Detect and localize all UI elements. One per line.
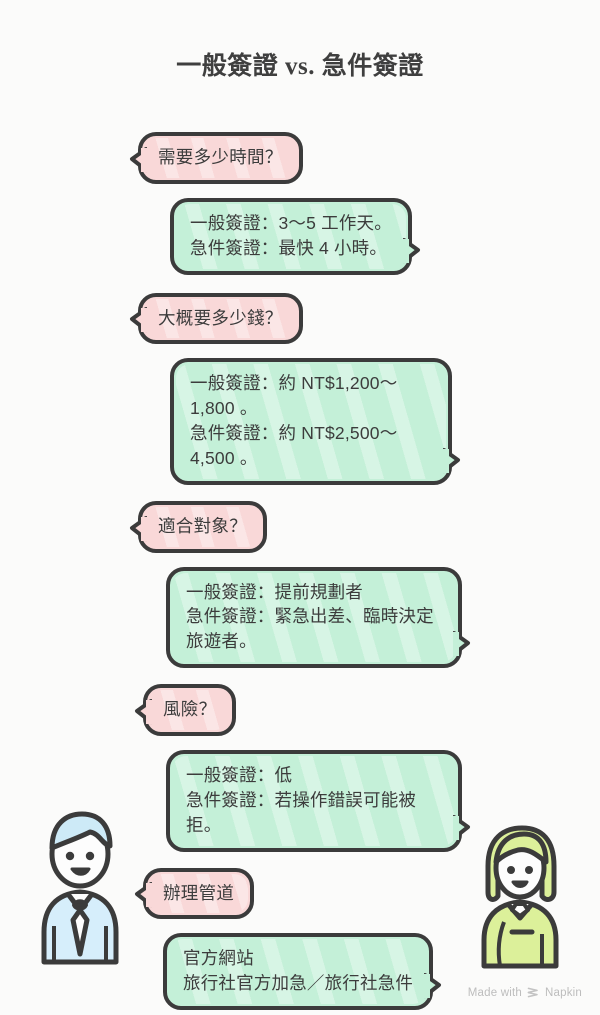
answer-row: 一般簽證：約 NT$1,200〜1,800 。 急件簽證：約 NT$2,500〜… — [0, 358, 600, 485]
question-row: 辦理管道 — [0, 867, 600, 920]
bubble-tail-right-icon — [453, 631, 470, 657]
question-bubble[interactable]: 風險？ — [135, 684, 237, 736]
answer-text: 一般簽證：約 NT$1,200〜1,800 。 急件簽證：約 NT$2,500〜… — [190, 373, 398, 468]
bubble-tail-right-icon — [402, 237, 420, 263]
bubble-tail-right-icon — [453, 814, 470, 840]
watermark: Made with Napkin — [468, 986, 582, 999]
conversation-list: 需要多少時間？ 一般簽證：3〜5 工作天。 急件簽證：最快 4 小時。 大概要多… — [0, 132, 600, 1011]
question-text: 適合對象？ — [158, 515, 247, 536]
bubble-tail-left-icon — [135, 698, 152, 724]
answer-bubble[interactable]: 一般簽證：約 NT$1,200〜1,800 。 急件簽證：約 NT$2,500〜… — [170, 358, 460, 485]
answer-bubble[interactable]: 官方網站 旅行社官方加急／旅行社急件 — [163, 933, 442, 1011]
answer-row: 一般簽證：3〜5 工作天。 急件簽證：最快 4 小時。 — [0, 197, 600, 275]
bubble-tail-left-icon — [130, 307, 147, 333]
question-row: 適合對象？ — [0, 500, 600, 553]
female-avatar — [481, 825, 559, 969]
napkin-logo-icon — [527, 986, 540, 999]
bubble-tail-right-icon — [424, 973, 442, 999]
question-text: 大概要多少錢？ — [158, 307, 283, 328]
question-text: 需要多少時間？ — [158, 147, 283, 167]
question-row: 需要多少時間？ — [0, 132, 600, 184]
question-bubble[interactable]: 辦理管道 — [135, 867, 255, 920]
answer-text: 一般簽證：低 急件簽證：若操作錯誤可能被拒。 — [186, 764, 417, 835]
watermark-prefix: Made with — [467, 986, 522, 999]
answer-text: 官方網站 旅行社官方加急／旅行社急件 — [183, 948, 414, 994]
bubble-tail-left-icon — [135, 882, 152, 908]
question-bubble[interactable]: 大概要多少錢？ — [130, 292, 303, 345]
bubble-tail-left-icon — [130, 146, 147, 172]
page-title: 一般簽證 vs. 急件簽證 — [176, 53, 424, 80]
answer-text: 一般簽證：提前規劃者 急件簽證：緊急出差、臨時決定旅遊者。 — [186, 581, 434, 652]
male-avatar — [41, 811, 119, 965]
answer-text: 一般簽證：3〜5 工作天。 急件簽證：最快 4 小時。 — [190, 212, 392, 258]
answer-row: 一般簽證：提前規劃者 急件簽證：緊急出差、臨時決定旅遊者。 — [0, 566, 600, 669]
question-bubble[interactable]: 需要多少時間？ — [130, 132, 303, 184]
answer-bubble[interactable]: 一般簽證：低 急件簽證：若操作錯誤可能被拒。 — [166, 749, 470, 852]
answer-row: 一般簽證：低 急件簽證：若操作錯誤可能被拒。 — [0, 749, 600, 852]
question-text: 辦理管道 — [163, 882, 235, 903]
question-row: 大概要多少錢？ — [0, 292, 600, 345]
bubble-tail-right-icon — [443, 447, 460, 473]
question-bubble[interactable]: 適合對象？ — [130, 500, 267, 553]
question-row: 風險？ — [0, 684, 600, 736]
watermark-brand: Napkin — [545, 986, 582, 999]
question-text: 風險？ — [163, 699, 217, 720]
answer-bubble[interactable]: 一般簽證：提前規劃者 急件簽證：緊急出差、臨時決定旅遊者。 — [166, 566, 470, 669]
bubble-tail-left-icon — [130, 515, 147, 541]
answer-bubble[interactable]: 一般簽證：3〜5 工作天。 急件簽證：最快 4 小時。 — [170, 197, 420, 275]
answer-row: 官方網站 旅行社官方加急／旅行社急件 — [0, 933, 600, 1011]
